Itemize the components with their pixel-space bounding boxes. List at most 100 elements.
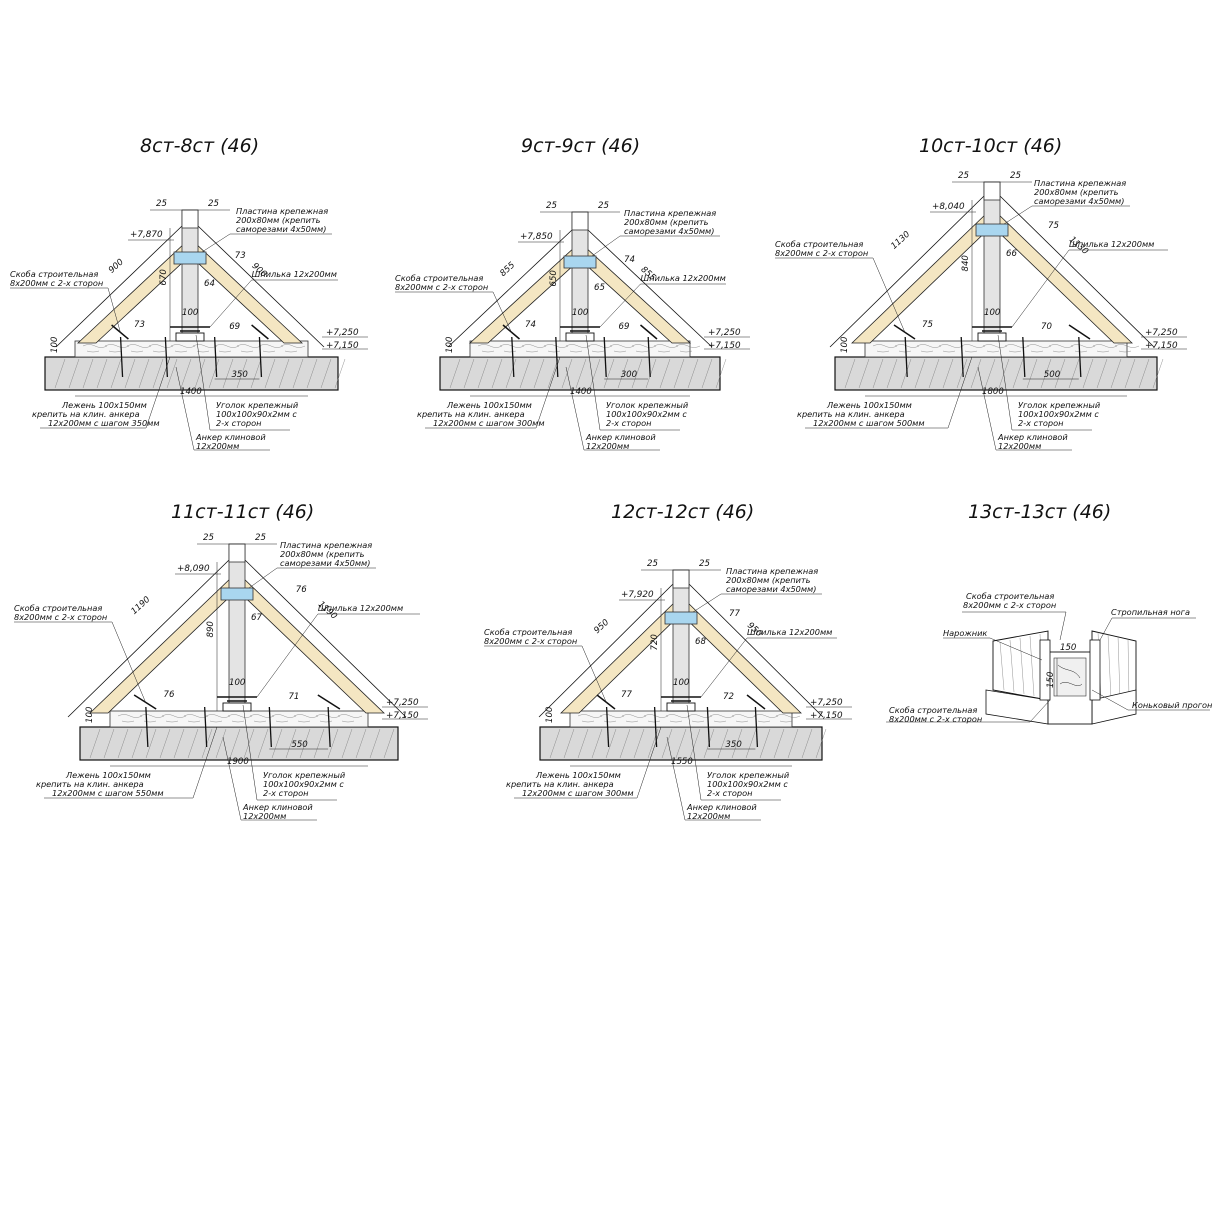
label-angle-1: Уголок крепежный (606, 400, 689, 410)
label-sill-2: крепить на клин. анкера (506, 779, 614, 789)
label-angle-2: 100х100х90х2мм с (1018, 409, 1099, 419)
dim-span: 1400 (570, 387, 592, 397)
label-anchor-2: 12х200мм (196, 441, 239, 451)
label-angle-2: 100х100х90х2мм с (606, 409, 687, 419)
label-skoba-1: Скоба строительная (775, 239, 863, 249)
detail-title: 9ст-9ст (46) (521, 135, 640, 157)
part-sill: 71 (288, 692, 299, 702)
dim-base-height: 100 (840, 336, 850, 353)
label-plate-2: 200х80мм (крепить (236, 215, 321, 225)
purlin-core (1053, 657, 1087, 697)
label-plate-2: 200х80мм (крепить (1034, 187, 1119, 197)
label-anchor-2: 12х200мм (687, 811, 730, 821)
dim-pitch-left: 25 (647, 559, 658, 569)
dim-pitch-left: 25 (958, 171, 969, 181)
label-sill-3: 12х200мм с шагом 300мм (522, 788, 634, 798)
part-post: 64 (204, 279, 215, 289)
dim-pitch-right: 25 (255, 533, 266, 543)
concrete-hatch (449, 358, 727, 389)
angle-bracket (175, 332, 205, 342)
elevation-2: +7,150 (386, 711, 419, 721)
label-skoba-bottom-2: 8х200мм с 2-х сторон (889, 714, 983, 724)
ridge-purlin-top (228, 543, 246, 563)
dim-height: 150 (1046, 671, 1056, 688)
elevation-1: +7,250 (1145, 328, 1178, 338)
part-rafter-right: 73 (235, 251, 246, 261)
detail-13: 13ст-13ст (46) 150 150 (886, 501, 1213, 725)
wedge-anchors (904, 336, 1082, 378)
label-plate-3: саморезами 4х50мм) (624, 226, 714, 236)
part-rafter-right: 77 (729, 609, 740, 619)
label-anchor-2: 12х200мм (998, 441, 1041, 451)
dim-pitch-right: 25 (208, 199, 219, 209)
label-angle-2: 100х100х90х2мм с (263, 779, 344, 789)
label-pin: Шпилька 12х200мм (318, 603, 403, 613)
label-sill-3: 12х200мм с шагом 550мм (52, 788, 164, 798)
ridge-purlin-top (983, 181, 1001, 201)
dim-pitch-left: 25 (203, 533, 214, 543)
sill-beam (74, 340, 309, 358)
part-sill: 70 (1041, 322, 1052, 332)
angle-bracket (565, 332, 595, 342)
dim-span: 1550 (671, 757, 693, 767)
part-rafter-right: 76 (296, 585, 307, 595)
label-anchor-2: 12х200мм (243, 811, 286, 821)
concrete-slab (439, 356, 721, 391)
label-angle-1: Уголок крепежный (1018, 400, 1101, 410)
elevation-top: +7,850 (520, 232, 553, 242)
dim-base-height: 100 (545, 706, 555, 723)
concrete-slab (44, 356, 339, 391)
fixing-plate (664, 611, 698, 625)
dim-post-length: 840 (961, 255, 971, 272)
elevation-2: +7,150 (1145, 341, 1178, 351)
sill-beam (569, 710, 793, 728)
concrete-slab (834, 356, 1158, 391)
dim-anchor-step: 500 (1044, 370, 1061, 380)
dim-post-width: 100 (572, 308, 589, 318)
dim-anchor-step: 350 (725, 740, 742, 750)
label-anchor-2: 12х200мм (586, 441, 629, 451)
dim-width: 150 (1060, 643, 1077, 653)
ridge-purlin-top (181, 209, 199, 229)
dim-pitch-right: 25 (699, 559, 710, 569)
label-plate-3: саморезами 4х50мм) (236, 224, 326, 234)
sill-beam (864, 340, 1128, 358)
label-skoba-top-2: 8х200мм с 2-х сторон (963, 600, 1057, 610)
fixing-plate (173, 251, 207, 265)
dim-post-width: 100 (229, 678, 246, 688)
detail-title: 10ст-10ст (46) (919, 135, 1062, 157)
label-skoba-bottom-1: Скоба строительная (889, 705, 977, 715)
label-angle-3: 2-х сторон (263, 788, 309, 798)
label-sill-2: крепить на клин. анкера (36, 779, 144, 789)
dim-post-length: 670 (159, 269, 169, 286)
skoba-left (1039, 639, 1051, 701)
label-sill-2: крепить на клин. анкера (797, 409, 905, 419)
wedge-anchors (145, 706, 331, 748)
dim-base-height: 100 (85, 706, 95, 723)
label-ridge-purlin: Коньковый прогон (1132, 700, 1213, 710)
label-angle-3: 2-х сторон (606, 418, 652, 428)
label-angle-3: 2-х сторон (216, 418, 262, 428)
dim-span: 1800 (982, 387, 1004, 397)
dim-post-length: 890 (206, 621, 216, 638)
ridge-post (571, 211, 589, 342)
label-angle-2: 100х100х90х2мм с (707, 779, 788, 789)
label-plate-1: Пластина крепежная (280, 540, 372, 550)
sill-grain (477, 344, 701, 353)
label-angle-3: 2-х сторон (707, 788, 753, 798)
part-rafter-left: 75 (922, 320, 933, 330)
label-plate-2: 200х80мм (крепить (280, 549, 365, 559)
label-skoba-1: Скоба строительная (395, 273, 483, 283)
label-angle-3: 2-х сторон (1018, 418, 1064, 428)
concrete-hatch (54, 358, 346, 389)
elevation-top: +8,090 (177, 564, 210, 574)
sill-grain (82, 344, 306, 353)
part-rafter-left: 73 (134, 320, 145, 330)
ridge-junction-drawing: 150 150 (985, 630, 1137, 725)
label-skoba-1: Скоба строительная (484, 627, 572, 637)
label-sill-1: Лежень 100х150мм (446, 400, 532, 410)
